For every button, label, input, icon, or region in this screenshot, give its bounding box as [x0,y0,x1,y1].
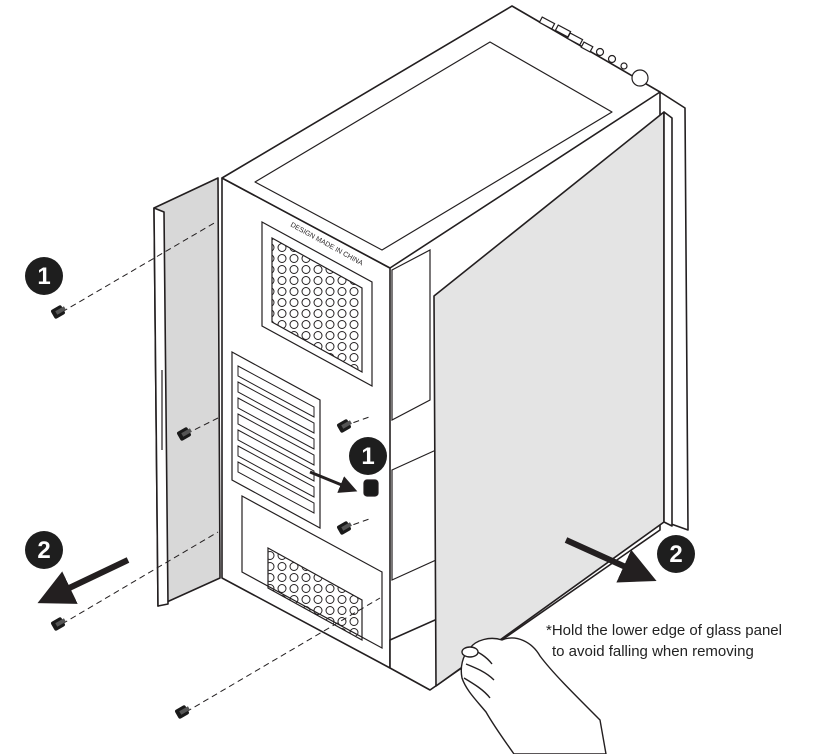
note-line-1: *Hold the lower edge of glass panel [546,622,782,639]
expansion-slot-cover [237,413,315,466]
interior-drive-cage [391,449,437,581]
usb-port-4 [580,41,594,53]
step-badges: 1 1 2 2 [25,257,695,573]
left-side-panel [153,177,221,607]
led-button [620,62,628,70]
guide-bottom-center [185,597,381,713]
screws [51,305,352,719]
rear-fan-grill [271,236,363,374]
step-1-number: 1 [361,443,374,470]
screw-icon [177,427,192,441]
front-io-panel [538,16,649,87]
step-badge-icon: 1 [25,257,63,295]
expansion-slot-cover [237,445,315,498]
screw-icon [337,419,352,433]
expansion-slot-cover [237,397,315,450]
hand-icon [460,637,607,754]
usb-port-3 [566,32,584,46]
usb-port-1 [538,16,556,30]
psu-grill [267,546,363,642]
rear-thumbscrew [363,479,379,497]
audio-jack-1 [595,47,605,57]
step-badge-icon: 2 [657,535,695,573]
arrow-icon [309,470,358,493]
step-1-number: 1 [37,263,50,290]
screw-icon [175,705,190,719]
expansion-slot-cover [237,461,315,514]
step-badge-icon: 1 [349,437,387,475]
screw-icon [51,305,66,319]
glass-side-panel [433,111,673,687]
interior-bracket [391,249,431,421]
arrows [37,470,657,604]
glass-panel-edge [663,111,673,527]
step-2-number: 2 [37,537,50,564]
expansion-slots [237,365,315,514]
screw-icon [337,521,352,535]
expansion-slot-cover [237,429,315,482]
power-button [631,69,649,87]
screw-icon [51,617,66,631]
step-2-number: 2 [669,541,682,568]
arrow-icon [37,557,130,604]
expansion-slot-cover [237,365,315,418]
note-line-2: to avoid falling when removing [552,643,754,660]
step-badge-icon: 2 [25,531,63,569]
glass-panel-note: *Hold the lower edge of glass panel to a… [546,620,808,662]
expansion-slot-cover [237,381,315,434]
left-panel-edge [153,207,169,607]
audio-jack-2 [607,54,617,64]
top-mesh-panel [254,41,613,251]
guide-bottom-left [61,531,219,625]
arrow-icon [564,537,657,583]
